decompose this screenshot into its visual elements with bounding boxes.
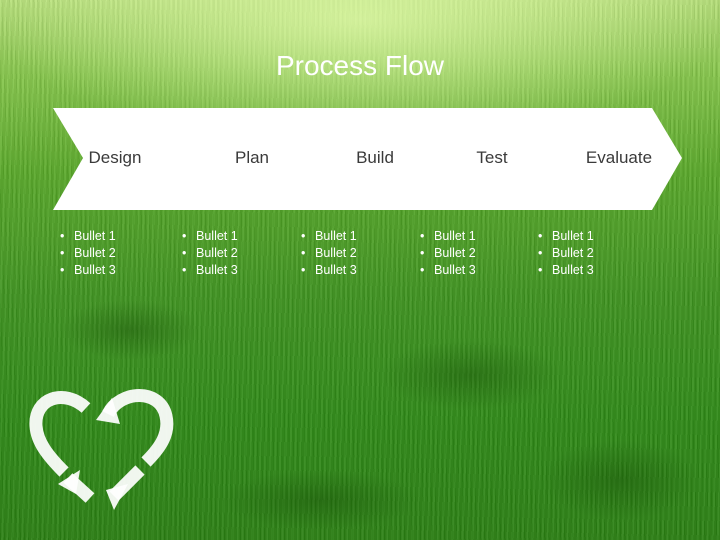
bullet-list-test: Bullet 1 Bullet 2 Bullet 3 [418,228,476,279]
step-label-plan: Plan [234,148,270,167]
bullet-item: Bullet 1 [418,228,476,245]
bullet-item: Bullet 3 [58,262,116,279]
bullet-item: Bullet 3 [299,262,357,279]
step-label-build: Build [356,148,394,167]
bullet-item: Bullet 3 [536,262,594,279]
bullet-item: Bullet 1 [299,228,357,245]
step-label-evaluate: Evaluate [585,148,653,167]
step-label-test: Test [476,148,508,167]
bullet-item: Bullet 3 [418,262,476,279]
bullet-item: Bullet 2 [58,245,116,262]
bullet-item: Bullet 1 [180,228,238,245]
bullet-list-design: Bullet 1 Bullet 2 Bullet 3 [58,228,116,279]
step-label-design: Design [88,148,142,167]
chevron-build[interactable] [290,108,445,210]
bullet-item: Bullet 2 [536,245,594,262]
bullet-item: Bullet 2 [299,245,357,262]
chevron-evaluate[interactable] [527,108,682,210]
bullet-item: Bullet 1 [58,228,116,245]
bullet-item: Bullet 2 [418,245,476,262]
bullet-list-plan: Bullet 1 Bullet 2 Bullet 3 [180,228,238,279]
bullet-list-evaluate: Bullet 1 Bullet 2 Bullet 3 [536,228,594,279]
slide-title: Process Flow [275,50,445,81]
chevron-plan[interactable] [172,108,327,210]
chevron-design[interactable] [53,108,208,210]
bullet-item: Bullet 2 [180,245,238,262]
bullet-item: Bullet 1 [536,228,594,245]
bullet-list-build: Bullet 1 Bullet 2 Bullet 3 [299,228,357,279]
chevron-test[interactable] [409,108,564,210]
recycle-heart-icon [29,389,174,510]
bullet-item: Bullet 3 [180,262,238,279]
